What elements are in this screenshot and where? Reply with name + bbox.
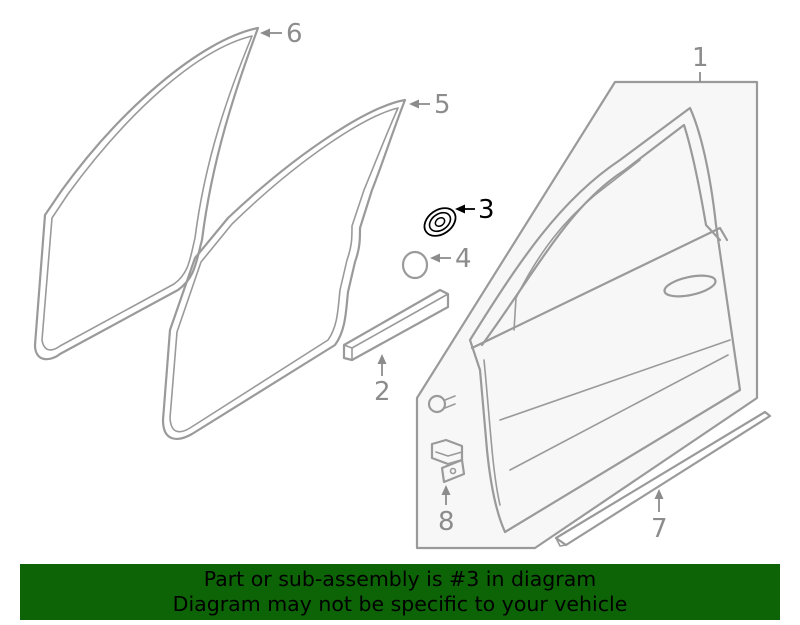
callout-5: 5 bbox=[409, 90, 451, 120]
callout-4: 4 bbox=[430, 244, 472, 274]
part-6-weatherstrip[interactable] bbox=[33, 26, 260, 361]
svg-text:1: 1 bbox=[692, 43, 709, 73]
part-3-plug[interactable] bbox=[419, 202, 461, 241]
svg-text:7: 7 bbox=[651, 514, 668, 544]
svg-text:5: 5 bbox=[434, 90, 451, 120]
banner-line-2: Diagram may not be specific to your vehi… bbox=[172, 592, 628, 616]
callout-3: 3 bbox=[455, 195, 495, 225]
info-banner: Part or sub-assembly is #3 in diagram Di… bbox=[20, 564, 780, 620]
banner-line-1: Part or sub-assembly is #3 in diagram bbox=[203, 567, 597, 591]
svg-text:8: 8 bbox=[438, 507, 455, 537]
svg-text:4: 4 bbox=[455, 244, 472, 274]
part-8-hinge[interactable] bbox=[427, 394, 466, 484]
parts-diagram: 6 5 1 3 4 2 8 7 bbox=[33, 19, 772, 550]
callout-6: 6 bbox=[260, 19, 303, 49]
callout-8: 8 bbox=[438, 485, 455, 537]
svg-text:6: 6 bbox=[286, 19, 303, 49]
callout-1: 1 bbox=[692, 43, 709, 82]
part-4-plug[interactable] bbox=[401, 250, 429, 280]
part-5-weatherstrip[interactable] bbox=[161, 98, 407, 440]
svg-text:2: 2 bbox=[374, 377, 391, 407]
callout-7: 7 bbox=[651, 489, 668, 544]
part-7-molding[interactable] bbox=[554, 410, 772, 547]
svg-text:3: 3 bbox=[478, 195, 495, 225]
part-1-door[interactable] bbox=[415, 80, 759, 550]
callout-2: 2 bbox=[374, 354, 391, 407]
part-2-molding[interactable] bbox=[342, 288, 450, 362]
